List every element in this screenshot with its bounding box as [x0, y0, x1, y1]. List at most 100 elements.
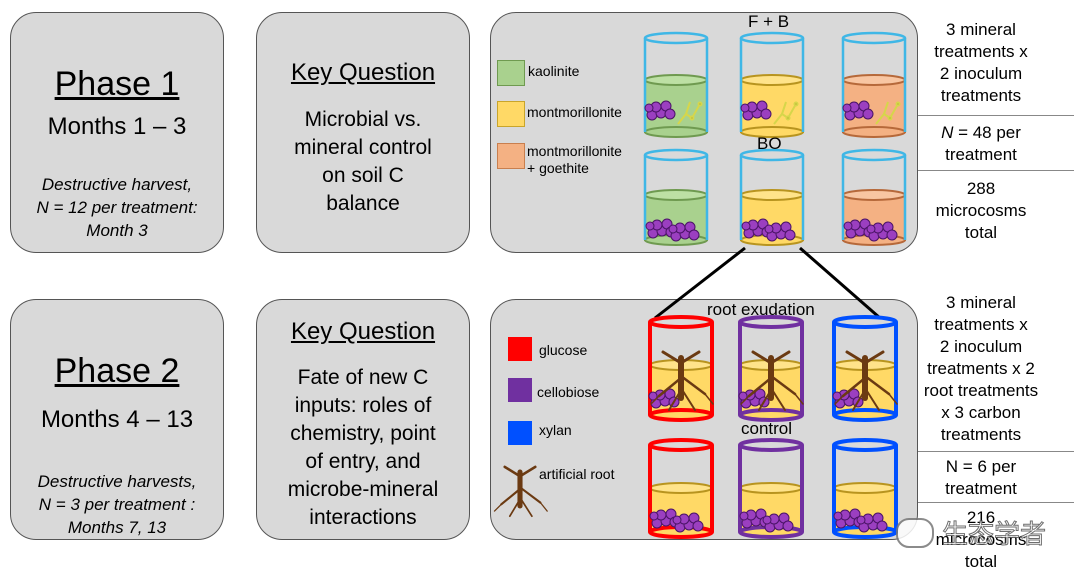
key-question-text: Microbial vs. mineral control on soil C … [257, 106, 469, 218]
phase2-total-microcosms: 216 microcosms total [918, 507, 1044, 573]
key-question-line: interactions [309, 506, 417, 529]
count-text: = 48 per [953, 123, 1021, 142]
legend-swatch-montmorillonite-goethite [497, 143, 525, 169]
count-line: treatments [940, 86, 1022, 105]
harvest-line: N = 12 per treatment: [36, 198, 198, 217]
phase2-n-per-treatment: N = 6 per treatment [918, 456, 1044, 500]
jar-goethite-bo [841, 148, 907, 246]
divider [918, 502, 1074, 503]
jar-montmorillonite-fb [739, 31, 805, 138]
count-line: treatments x [934, 42, 1028, 61]
divider [918, 451, 1074, 452]
legend-label-line: montmorillonite [527, 143, 622, 159]
count-line: 3 mineral [946, 293, 1016, 312]
key-question-line: mineral control [294, 136, 432, 159]
legend-swatch-xylan [508, 421, 532, 445]
watermark-text: 生态学者 [941, 520, 1047, 551]
count-line: treatments [940, 425, 1022, 444]
phase1-box: Phase 1 Months 1 – 3 Destructive harvest… [10, 12, 224, 253]
key-question-line: Microbial vs. [304, 108, 422, 131]
legend-swatch-glucose [508, 337, 532, 361]
jar-glucose-control [648, 438, 714, 539]
count-line: treatments x 2 [927, 359, 1035, 378]
count-line: total [964, 223, 998, 242]
key-question-text: Fate of new C inputs: roles of chemistry… [257, 364, 469, 532]
legend-swatch-kaolinite [497, 60, 525, 86]
divider [918, 170, 1074, 171]
chat-bubble-icon [896, 517, 934, 548]
phase2-box: Phase 2 Months 4 – 13 Destructive harves… [10, 299, 224, 540]
legend-label: montmorillonite + goethite [527, 143, 622, 177]
label-control: control [741, 419, 793, 438]
legend-swatch-cellobiose [508, 378, 532, 402]
harvest-line: Months 7, 13 [67, 518, 167, 537]
count-line: treatments x [934, 315, 1028, 334]
key-question-title: Key Question [290, 318, 436, 345]
phase1-title: Phase 1 [54, 65, 180, 103]
legend-label: xylan [539, 422, 572, 438]
count-line: 3 mineral [946, 20, 1016, 39]
legend-label: montmorillonite [527, 104, 622, 120]
watermark: 生态学者 [896, 514, 1047, 551]
phase1-total-microcosms: 288 microcosms total [918, 178, 1044, 244]
jar-kaolinite-fb [643, 31, 709, 138]
harvest-line: N = 3 per treatment : [38, 495, 196, 514]
harvest-line: Destructive harvests, [37, 472, 197, 491]
key-question-line: on soil C [322, 164, 404, 187]
legend-label-line: + goethite [527, 160, 589, 176]
phase1-months: Months 1 – 3 [47, 113, 187, 140]
harvest-line: Destructive harvest, [41, 175, 193, 194]
jar-cellobiose-root [738, 315, 803, 422]
phase1-key-question-box: Key Question Microbial vs. mineral contr… [256, 12, 470, 253]
divider [918, 115, 1074, 116]
key-question-line: of entry, and [305, 450, 421, 473]
key-question-line: balance [326, 192, 400, 215]
count-line: 2 inoculum [939, 64, 1023, 83]
count-line: 216 [966, 508, 996, 527]
connector-line-right [799, 246, 881, 320]
phase2-treatment-count: 3 mineral treatments x 2 inoculum treatm… [918, 292, 1044, 446]
count-line: 2 inoculum [939, 337, 1023, 356]
phase2-title: Phase 2 [54, 352, 180, 390]
phase1-n-per-treatment: N = 48 per treatment [918, 122, 1044, 166]
phase1-harvest: Destructive harvest, N = 12 per treatmen… [11, 173, 223, 242]
count-line: N = 6 per [945, 457, 1017, 476]
legend-label: cellobiose [537, 384, 600, 400]
phase2-months: Months 4 – 13 [40, 406, 194, 433]
key-question-line: chemistry, point [290, 422, 436, 445]
jar-xylan-root [832, 315, 897, 422]
connector-line-left [654, 246, 746, 320]
count-line: 288 [966, 179, 996, 198]
label-fb: F + B [748, 12, 790, 31]
harvest-line: Month 3 [86, 221, 148, 240]
artificial-root-icon [495, 467, 548, 516]
jar-kaolinite-bo [643, 148, 709, 246]
phase2-key-question-box: Key Question Fate of new C inputs: roles… [256, 299, 470, 540]
legend-label: glucose [539, 342, 588, 358]
key-question-line: inputs: roles of [294, 394, 432, 417]
label-bo: BO [757, 134, 782, 153]
count-line: total [964, 552, 998, 571]
count-line: treatment [945, 479, 1017, 498]
key-question-line: Fate of new C [297, 366, 429, 389]
legend-swatch-montmorillonite [497, 101, 525, 127]
key-question-title: Key Question [290, 59, 436, 86]
jar-goethite-fb [841, 31, 907, 138]
count-line: microcosms [935, 530, 1027, 549]
count-line: N = 48 per [918, 122, 1044, 144]
count-line: x 3 carbon [941, 403, 1021, 422]
count-line: microcosms [935, 201, 1027, 220]
jar-cellobiose-control [738, 438, 804, 539]
count-line: root treatments [923, 381, 1039, 400]
label-root-exudation: root exudation [707, 300, 815, 319]
jar-montmorillonite-bo [739, 148, 805, 246]
key-question-line: microbe-mineral [287, 478, 439, 501]
phase2-harvest: Destructive harvests, N = 3 per treatmen… [11, 470, 223, 539]
jar-glucose-root [648, 315, 713, 422]
n-symbol: N [941, 123, 954, 142]
count-line: treatment [945, 145, 1017, 164]
legend-label: artificial root [539, 466, 615, 482]
phase1-treatment-count: 3 mineral treatments x 2 inoculum treatm… [918, 19, 1044, 107]
jar-xylan-control [832, 438, 898, 539]
